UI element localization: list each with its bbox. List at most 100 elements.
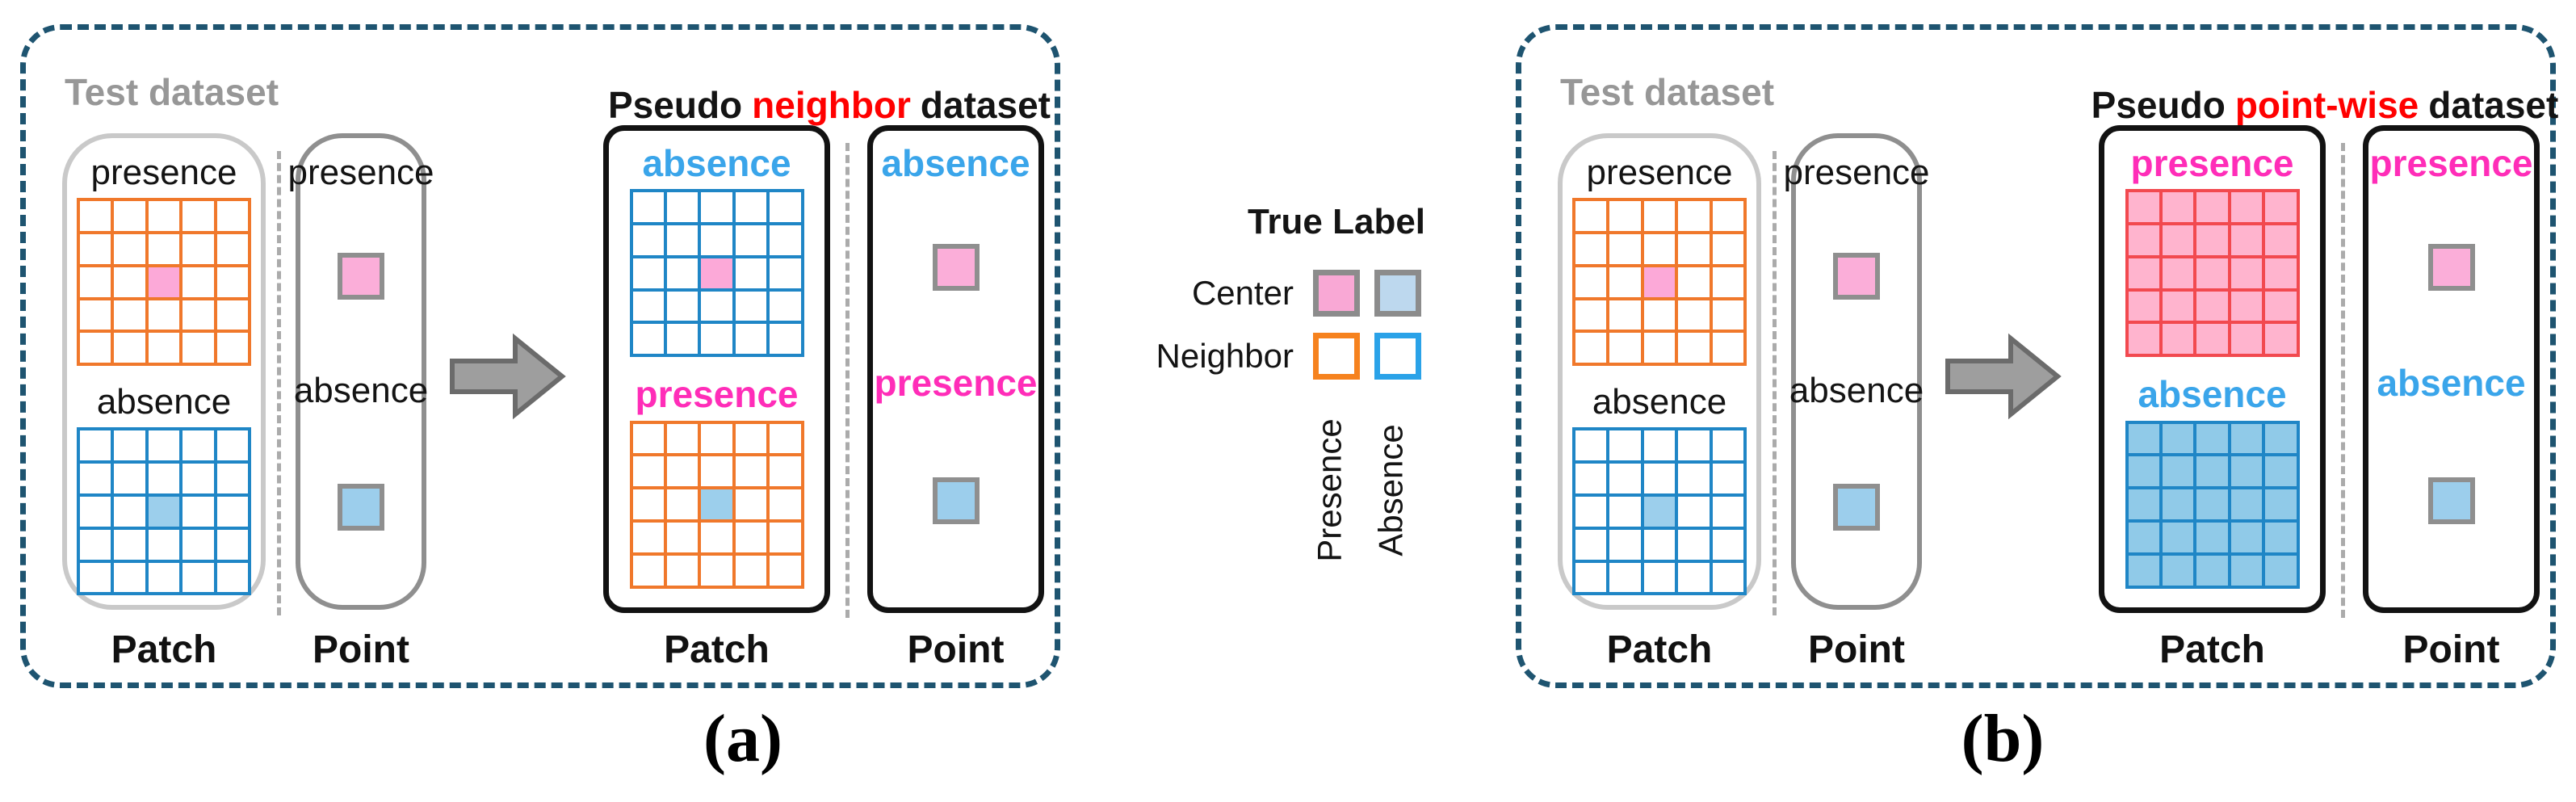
legend-title: True Label [1247, 202, 1426, 241]
grid-cell [2229, 422, 2264, 456]
arrow-right-icon [1945, 333, 2062, 420]
grid-cell [1676, 298, 1711, 332]
grid-center-cell [146, 265, 182, 299]
grid-cell [768, 322, 803, 356]
absence-point-square [338, 484, 384, 531]
pseudo-patch-box: presence absence [2099, 125, 2326, 613]
arrow-right-icon [450, 333, 566, 420]
test-patch-box: presence absence [62, 133, 266, 610]
grid-cell [112, 561, 147, 594]
patch-footer-label: Patch [1606, 628, 1713, 671]
grid-cell [146, 298, 182, 332]
grid-cell [2160, 455, 2196, 489]
grid-cell [146, 429, 182, 463]
grid-cell [1608, 462, 1643, 495]
title-highlight: neighbor [752, 84, 911, 126]
grid-cell [1710, 199, 1745, 233]
grid-cell [2160, 289, 2196, 323]
grid-cell [1710, 527, 1745, 561]
grid-cell [631, 520, 665, 554]
panel-a: Test dataset presence absence presence a… [20, 24, 1060, 688]
grid-cell [768, 455, 803, 489]
pseudo-point-absence-label: absence [881, 142, 1030, 184]
grid-cell [768, 520, 803, 554]
grid-cell [146, 199, 182, 233]
pseudo-patch-absence-label: absence [2138, 373, 2287, 416]
grid-cell [215, 429, 250, 463]
grid-cell [768, 191, 803, 225]
grid-cell [1574, 561, 1609, 594]
grid-cell [2160, 322, 2196, 356]
grid-cell [78, 494, 113, 528]
pseudo-absence-patch-grid [629, 189, 804, 358]
grid-cell [2195, 224, 2230, 257]
grid-cell [631, 322, 665, 356]
grid-cell [2263, 520, 2298, 554]
grid-cell [181, 199, 216, 233]
test-point-box: presence absence [288, 133, 434, 610]
grid-cell [2126, 256, 2161, 290]
grid-center-cell [2195, 488, 2230, 521]
grid-cell [1574, 331, 1609, 365]
grid-cell [699, 455, 734, 489]
grid-center-cell [146, 494, 182, 528]
pseudo-point-box: presence absence [2363, 125, 2540, 613]
grid-cell [1574, 429, 1609, 463]
presence-point-square [1833, 253, 1880, 300]
grid-center-cell [2195, 256, 2230, 290]
absence-point-square [1833, 484, 1880, 531]
legend-center-presence-swatch [1313, 270, 1360, 317]
grid-cell [1710, 331, 1745, 365]
grid-cell [1642, 232, 1677, 266]
grid-cell [2160, 520, 2196, 554]
grid-cell [2126, 322, 2161, 356]
grid-cell [1676, 561, 1711, 594]
grid-cell [1676, 527, 1711, 561]
grid-cell [146, 331, 182, 365]
grid-cell [699, 289, 734, 323]
grid-cell [1608, 298, 1643, 332]
grid-cell [112, 298, 147, 332]
grid-cell [631, 224, 665, 257]
patch-point-divider [277, 151, 281, 615]
title-suffix: dataset [920, 84, 1051, 126]
pseudo-patch-footer-label: Patch [2159, 628, 2265, 671]
grid-cell [2229, 520, 2264, 554]
legend-row-center: Center [1090, 270, 1421, 317]
grid-cell [181, 232, 216, 266]
grid-cell [181, 265, 216, 299]
grid-cell [2160, 422, 2196, 456]
grid-cell [2160, 256, 2196, 290]
patch-presence-label: presence [1586, 153, 1733, 192]
pseudo-presence-patch-grid [629, 420, 804, 589]
grid-cell [2229, 289, 2264, 323]
grid-cell [733, 553, 769, 587]
grid-cell [2160, 488, 2196, 521]
legend-neighbor-label: Neighbor [1156, 337, 1294, 375]
grid-cell [215, 331, 250, 365]
point-footer-label: Point [1808, 628, 1905, 671]
grid-cell [699, 553, 734, 587]
grid-cell [2263, 488, 2298, 521]
grid-cell [112, 232, 147, 266]
grid-cell [1642, 429, 1677, 463]
grid-cell [112, 265, 147, 299]
grid-cell [1676, 232, 1711, 266]
pseudo-patch-point-divider [845, 143, 850, 618]
grid-cell [1642, 199, 1677, 233]
grid-cell [78, 462, 113, 495]
grid-cell [631, 553, 665, 587]
grid-cell [1608, 527, 1643, 561]
grid-cell [2195, 455, 2230, 489]
grid-cell [2126, 422, 2161, 456]
grid-cell [215, 199, 250, 233]
pseudo-presence-filled-grid [2125, 189, 2300, 358]
presence-patch-grid [77, 198, 251, 367]
pseudo-patch-presence-label: presence [2130, 142, 2294, 184]
grid-cell [1608, 429, 1643, 463]
grid-cell [1642, 462, 1677, 495]
grid-cell [1608, 561, 1643, 594]
legend-absence-column-label: Absence [1372, 424, 1411, 556]
grid-cell [1608, 494, 1643, 528]
